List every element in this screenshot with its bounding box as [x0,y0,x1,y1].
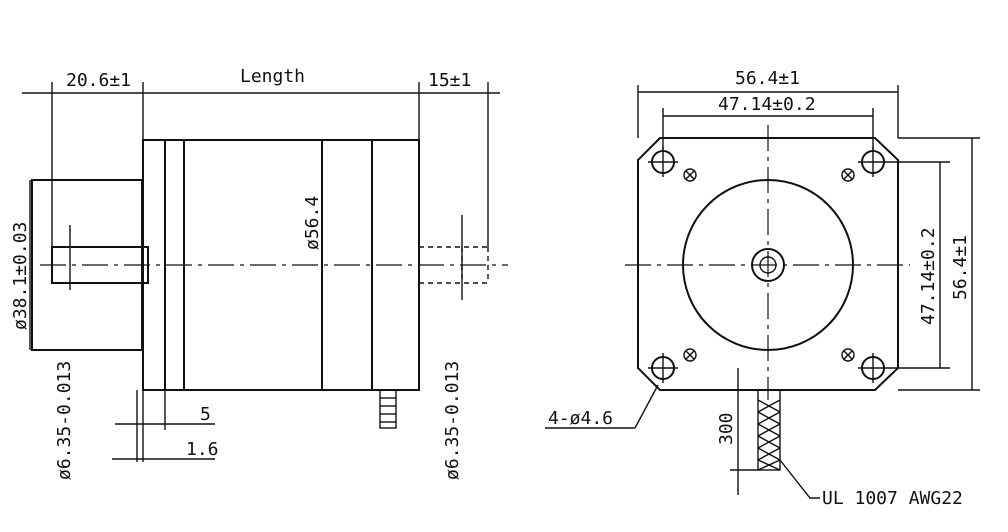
mounting-hole-br [858,353,888,383]
wire-spec-label: UL 1007 AWG22 [822,488,963,509]
lead-length-label: 300 [716,412,737,445]
front-view: 56.4±1 47.14±0.2 47.14±0.2 56.4±1 300 4-… [545,68,980,509]
pilot-height-label: 1.6 [186,439,219,460]
mounting-hole-tr [858,147,888,177]
side-view: 20.6±1 Length 15±1 ø38.1±0.03 ø56.4 ø6.3… [10,66,508,480]
mounting-hole-tl [648,147,678,177]
front-flange [637,137,899,391]
body-diameter-label: ø56.4 [302,196,323,250]
wire-cable [757,389,781,471]
outer-height-label: 56.4±1 [950,235,971,300]
screw-marks [683,168,855,362]
pilot-diameter-label: ø38.1±0.03 [10,222,31,330]
flange-thickness-label: 5 [200,404,211,425]
mounting-hole-bl [648,353,678,383]
flange-width-label: 20.6±1 [66,70,131,91]
hole-spacing-v-label: 47.14±0.2 [918,227,939,325]
hole-spacing-h-label: 47.14±0.2 [718,94,816,115]
outer-width-label: 56.4±1 [735,68,800,89]
shaft-length-label: 15±1 [428,70,471,91]
mounting-holes-label: 4-ø4.6 [548,408,613,429]
length-label: Length [240,66,305,87]
side-wire-stub [379,389,397,429]
left-shaft-diameter-label: ø6.35-0.013 [54,361,75,480]
right-shaft-diameter-label: ø6.35-0.013 [442,361,463,480]
